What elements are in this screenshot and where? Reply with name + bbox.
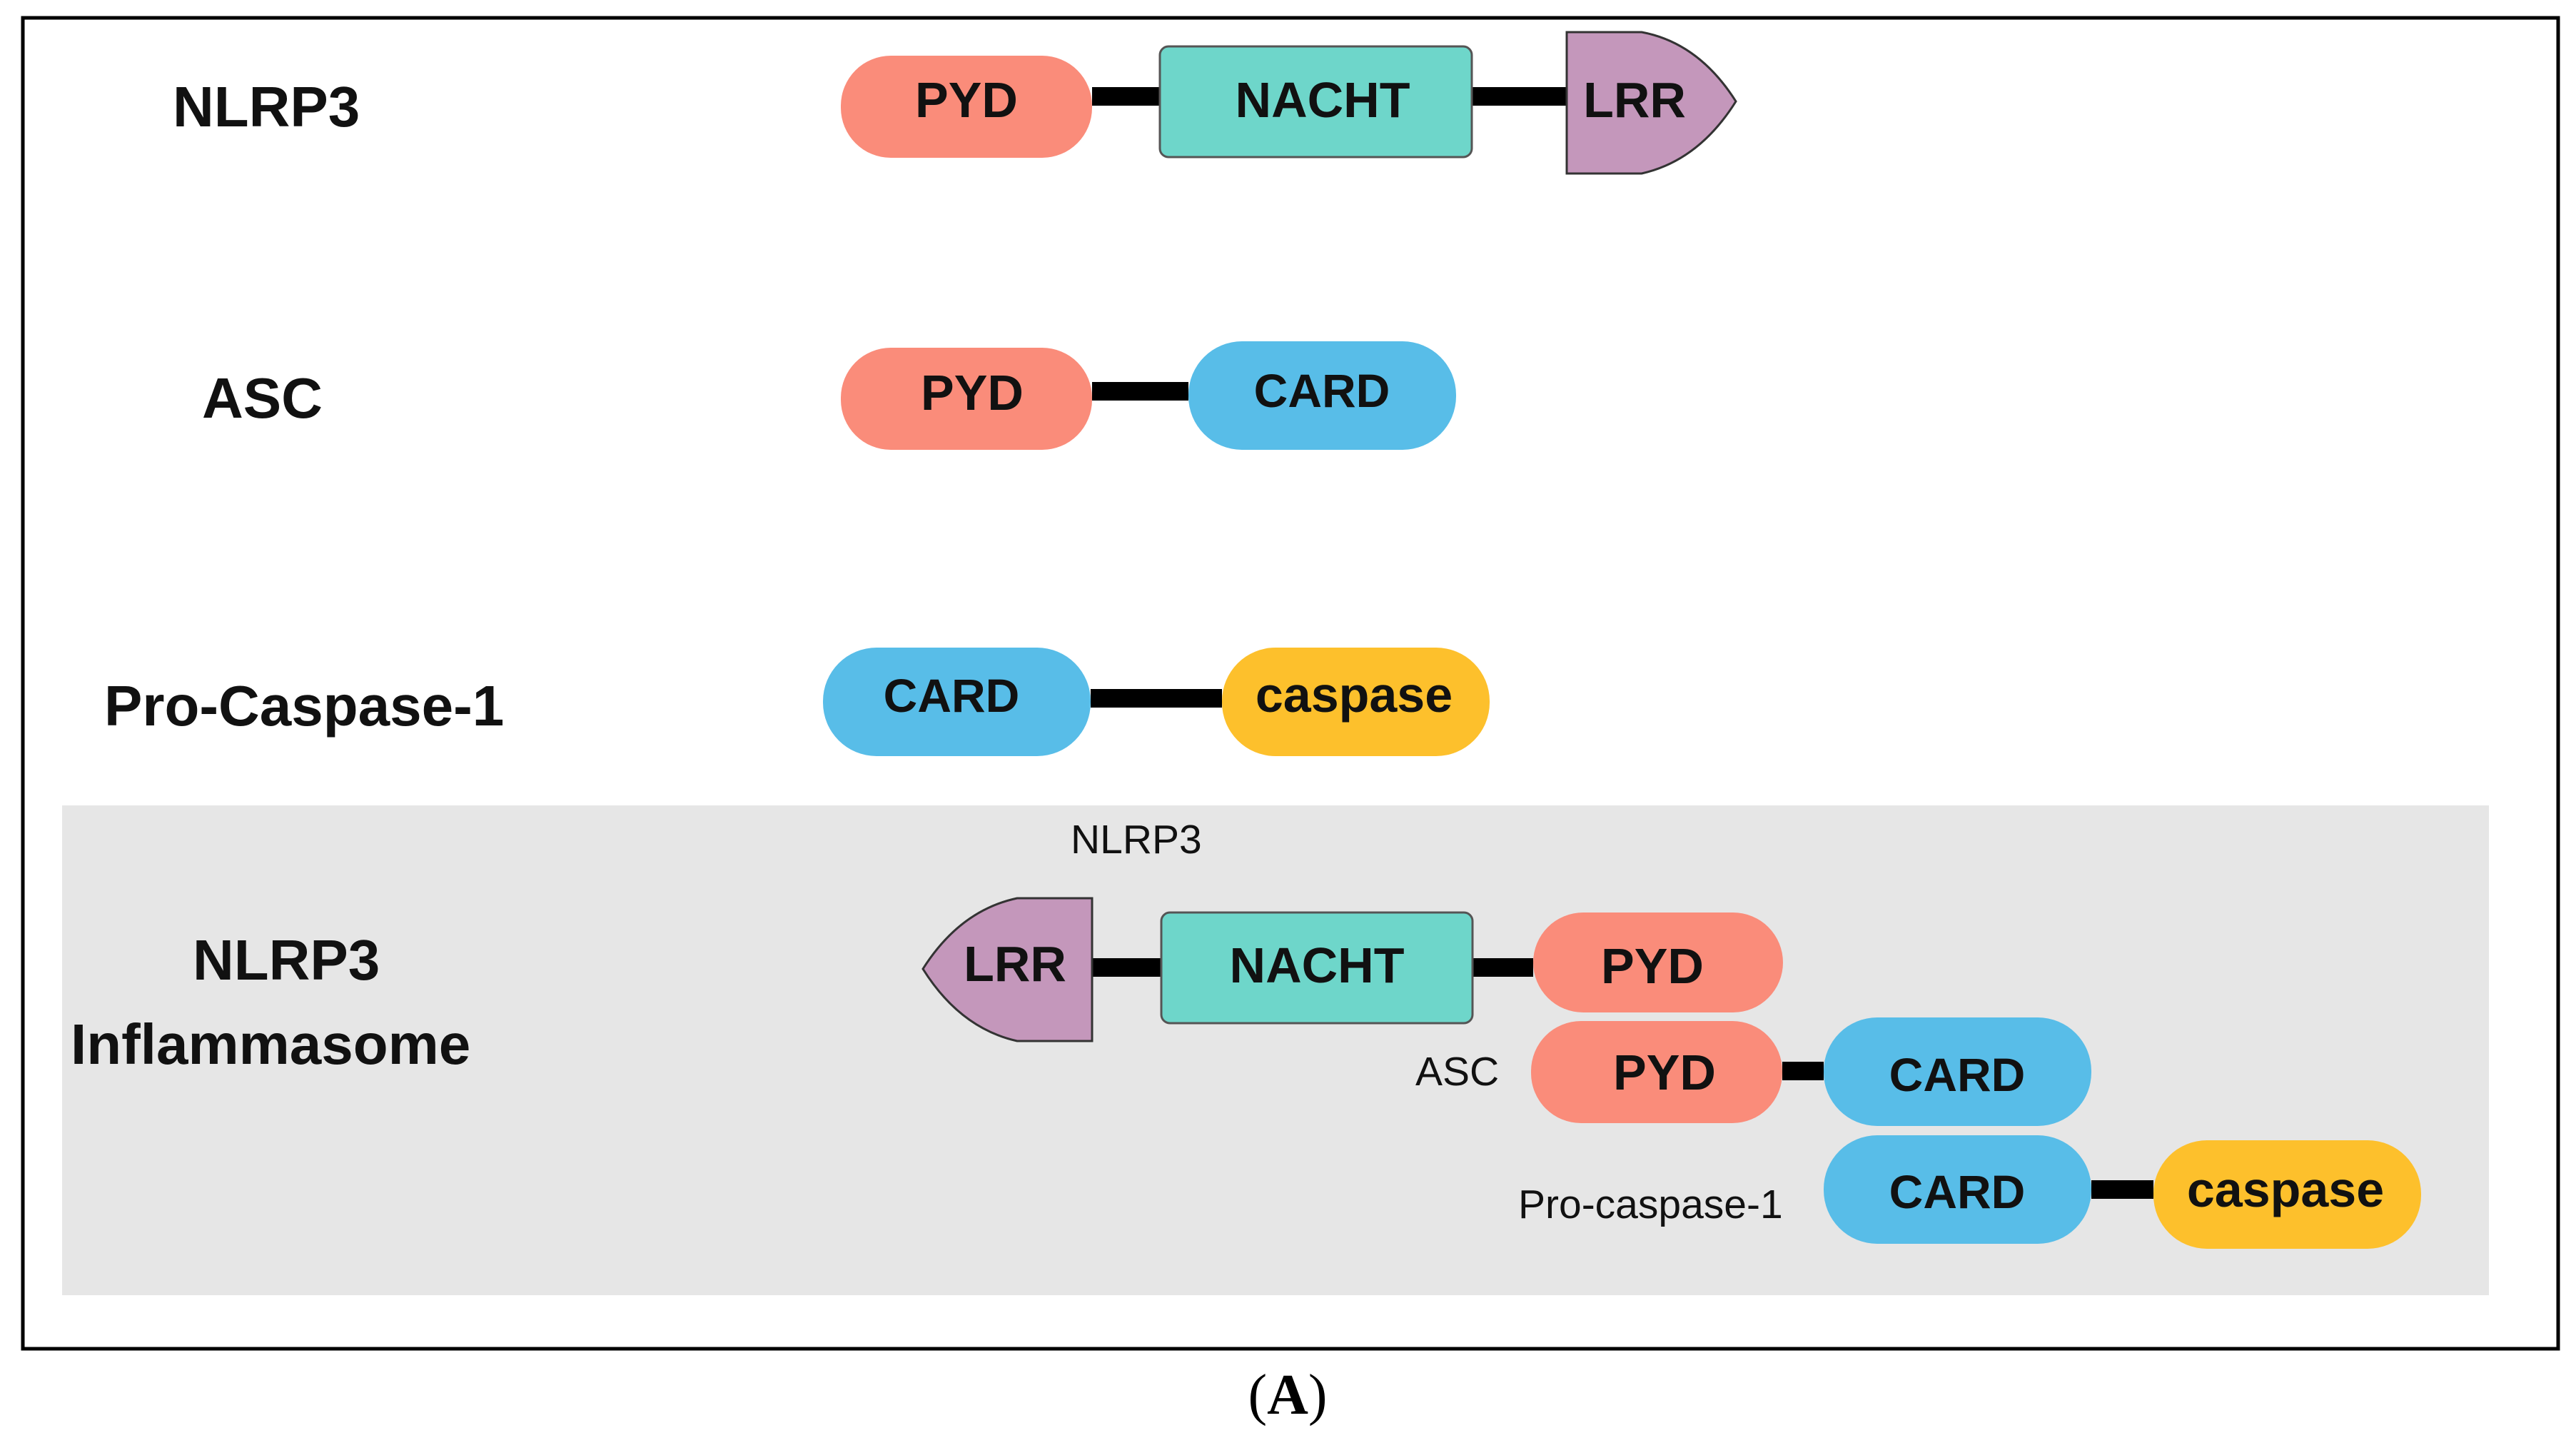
procaspase-card-domain: [823, 648, 1091, 756]
inflammasome-asc-card-domain: [1824, 1017, 2091, 1126]
nlrp3-lrr-label: LRR: [1583, 72, 1686, 128]
asc-pyd-domain: [841, 348, 1092, 450]
inflammasome-asc-small-label: ASC: [1415, 1049, 1499, 1095]
procaspase-card-label: CARD: [884, 669, 1020, 722]
inflammasome-procaspase-caspase-label: caspase: [2187, 1162, 2384, 1217]
nlrp3-row-label: NLRP3: [173, 75, 360, 139]
inflammasome-nacht-label: NACHT: [1230, 937, 1405, 993]
inflammasome-procaspase-card-domain: [1824, 1135, 2091, 1244]
nlrp3-protein: PYD NACHT LRR: [841, 31, 1737, 175]
inflammasome-asc-card-label: CARD: [1889, 1048, 2026, 1101]
inflammasome-label-line2: Inflammasome: [71, 1012, 470, 1076]
procaspase-row-label: Pro-Caspase-1: [104, 674, 504, 738]
inflammasome-procaspase-protein: CARD caspase: [1824, 1135, 2421, 1249]
inflammasome-nlrp3-pyd-label: PYD: [1601, 938, 1704, 994]
inflammasome-procaspase-card-label: CARD: [1889, 1165, 2026, 1218]
inflammasome-lrr-label: LRR: [964, 936, 1066, 992]
procaspase-caspase-domain: [1222, 648, 1490, 756]
nlrp3-nacht-label: NACHT: [1236, 72, 1410, 128]
nlrp3-pyd-label: PYD: [915, 72, 1018, 128]
inflammasome-nlrp3-pyd-domain: [1533, 912, 1783, 1012]
inflammasome-nlrp3-small-label: NLRP3: [1071, 817, 1202, 863]
caption-panel-letter: A: [1267, 1364, 1308, 1427]
inflammasome-nlrp3-protein: LRR NACHT PYD: [921, 897, 1783, 1042]
nlrp3-lrr-domain: [1565, 31, 1737, 175]
asc-card-label: CARD: [1254, 364, 1390, 417]
asc-pyd-label: PYD: [921, 365, 1024, 421]
figure-caption: (A): [1248, 1364, 1327, 1427]
asc-card-domain: [1188, 341, 1456, 450]
procaspase-protein: CARD caspase: [823, 648, 1490, 756]
inflammasome-lrr-domain: [921, 897, 1093, 1042]
nlrp3-pyd-domain: [841, 56, 1092, 158]
inflammasome-procaspase-caspase-domain: [2153, 1140, 2421, 1249]
asc-row-label: ASC: [202, 366, 323, 430]
caption-open-paren: (: [1248, 1364, 1267, 1427]
caption-close-paren: ): [1308, 1364, 1328, 1427]
inflammasome-procaspase-small-label: Pro-caspase-1: [1518, 1182, 1783, 1227]
inflammasome-label-line1: NLRP3: [193, 928, 380, 992]
asc-protein: PYD CARD: [841, 341, 1456, 450]
inflammasome-asc-pyd-domain: [1531, 1021, 1782, 1123]
procaspase-caspase-label: caspase: [1256, 667, 1453, 723]
inflammasome-nacht-domain: [1160, 911, 1474, 1025]
nlrp3-nacht-domain: [1158, 45, 1473, 159]
inflammasome-asc-pyd-label: PYD: [1613, 1045, 1716, 1100]
inflammasome-asc-protein: PYD CARD: [1531, 1017, 2091, 1126]
